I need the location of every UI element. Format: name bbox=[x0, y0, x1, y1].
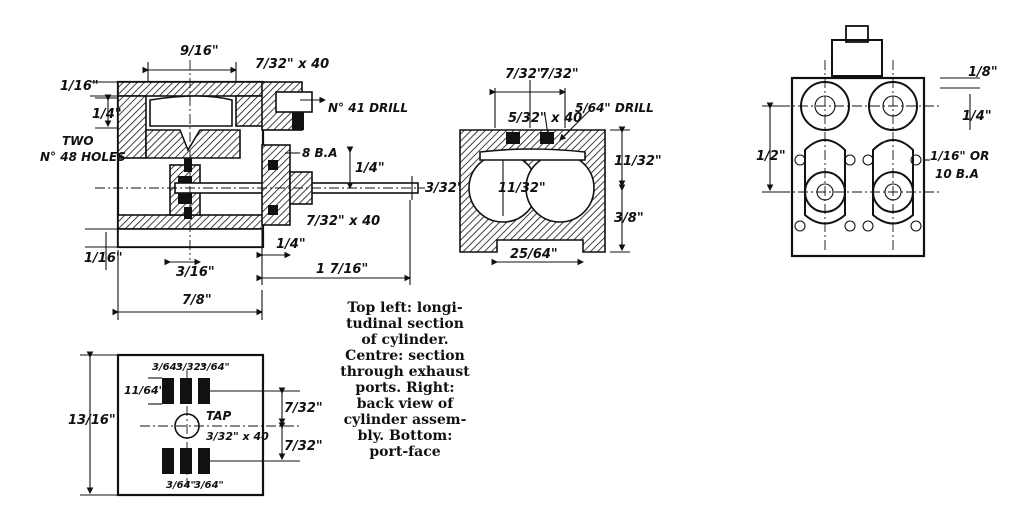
dim-7-32-b: 7/32" bbox=[540, 67, 579, 82]
dim-1-4: 1/4" bbox=[962, 109, 992, 124]
dim-7-8: 7/8" bbox=[182, 293, 212, 308]
caption-line: through exhaust bbox=[340, 364, 470, 380]
dim-3-32-port: 3/32" bbox=[176, 362, 206, 373]
dim-3-64-c: 3/64" bbox=[166, 480, 196, 491]
caption-line: back view of bbox=[356, 396, 454, 412]
note-line1: 1/16" OR bbox=[930, 149, 989, 163]
dim-1-16-bottom: 1/16" bbox=[84, 251, 123, 266]
tap-label: TAP bbox=[206, 409, 232, 423]
dim-7-32-x-40-top: 7/32" x 40 bbox=[255, 57, 329, 72]
dim-7-32-port-b: 7/32" bbox=[284, 439, 323, 454]
back-view: 1/8" 1/4" 1/2" 1/16" OR 10 B.A bbox=[756, 25, 998, 258]
caption-line: bly. Bottom: bbox=[357, 428, 453, 444]
dim-1-4-bottom: 1/4" bbox=[276, 237, 306, 252]
two-holes-line1: TWO bbox=[62, 134, 94, 148]
caption-line: Centre: section bbox=[345, 348, 465, 364]
dim-13-16: 13/16" bbox=[68, 413, 116, 428]
drill-41-label: N° 41 DRILL bbox=[328, 101, 408, 115]
dim-11-64: 11/64" bbox=[124, 384, 164, 397]
dim-9-16: 9/16" bbox=[180, 44, 219, 59]
eight-ba-label: 8 B.A bbox=[302, 146, 338, 160]
port-face: 3/64" 3/32" 3/64" 11/64" 13/16" TAP 7/32… bbox=[68, 351, 323, 497]
dim-1-4-right: 1/4" bbox=[355, 161, 385, 176]
longitudinal-section: 9/16" 7/32" x 40 N° 41 DRILL 1/16" 1/4" … bbox=[40, 44, 464, 320]
dim-1-7-16: 1 7/16" bbox=[316, 262, 368, 277]
dim-3-32: 3/32" bbox=[425, 181, 464, 196]
dim-5-32-x-40: 5/32" x 40 bbox=[508, 111, 582, 126]
dim-7-32-port-a: 7/32" bbox=[284, 401, 323, 416]
dim-1-2: 1/2" bbox=[756, 149, 786, 164]
caption-line: cylinder assem- bbox=[343, 412, 467, 428]
caption-line: tudinal section bbox=[346, 316, 464, 332]
dim-3-64-d: 3/64" bbox=[194, 480, 224, 491]
dim-3-32-x-40: 3/32" x 40 bbox=[206, 430, 269, 443]
caption-line: of cylinder. bbox=[361, 332, 449, 348]
dim-3-64-b: 3/64" bbox=[200, 362, 230, 373]
note-line2: 10 B.A bbox=[935, 167, 979, 181]
caption-line: port-face bbox=[369, 444, 441, 460]
centre-section: 7/32" 7/32" 5/32" x 40 5/64" DRILL 11/32… bbox=[459, 67, 662, 266]
caption-line: ports. Right: bbox=[355, 380, 455, 396]
dim-25-64: 25/64" bbox=[510, 247, 558, 262]
drill-5-64-label: 5/64" DRILL bbox=[575, 101, 654, 115]
dim-7-32-a: 7/32" bbox=[505, 67, 544, 82]
dim-3-64-a: 3/64" bbox=[152, 362, 182, 373]
dim-3-8: 3/8" bbox=[614, 211, 644, 226]
two-holes-line2: N° 48 HOLES bbox=[40, 150, 126, 164]
dim-3-16: 3/16" bbox=[176, 265, 215, 280]
caption-line: Top left: longi- bbox=[347, 300, 463, 316]
figure-caption: Top left: longi- tudinal section of cyli… bbox=[330, 300, 480, 460]
dim-11-32-outer: 11/32" bbox=[614, 154, 662, 169]
dim-7-32-x-40-bottom: 7/32" x 40 bbox=[306, 214, 380, 229]
dim-1-8: 1/8" bbox=[968, 65, 998, 80]
dim-11-32-inner: 11/32" bbox=[498, 181, 546, 196]
dim-1-16-top: 1/16" bbox=[60, 79, 99, 94]
dim-1-4-left: 1/4" bbox=[92, 107, 122, 122]
